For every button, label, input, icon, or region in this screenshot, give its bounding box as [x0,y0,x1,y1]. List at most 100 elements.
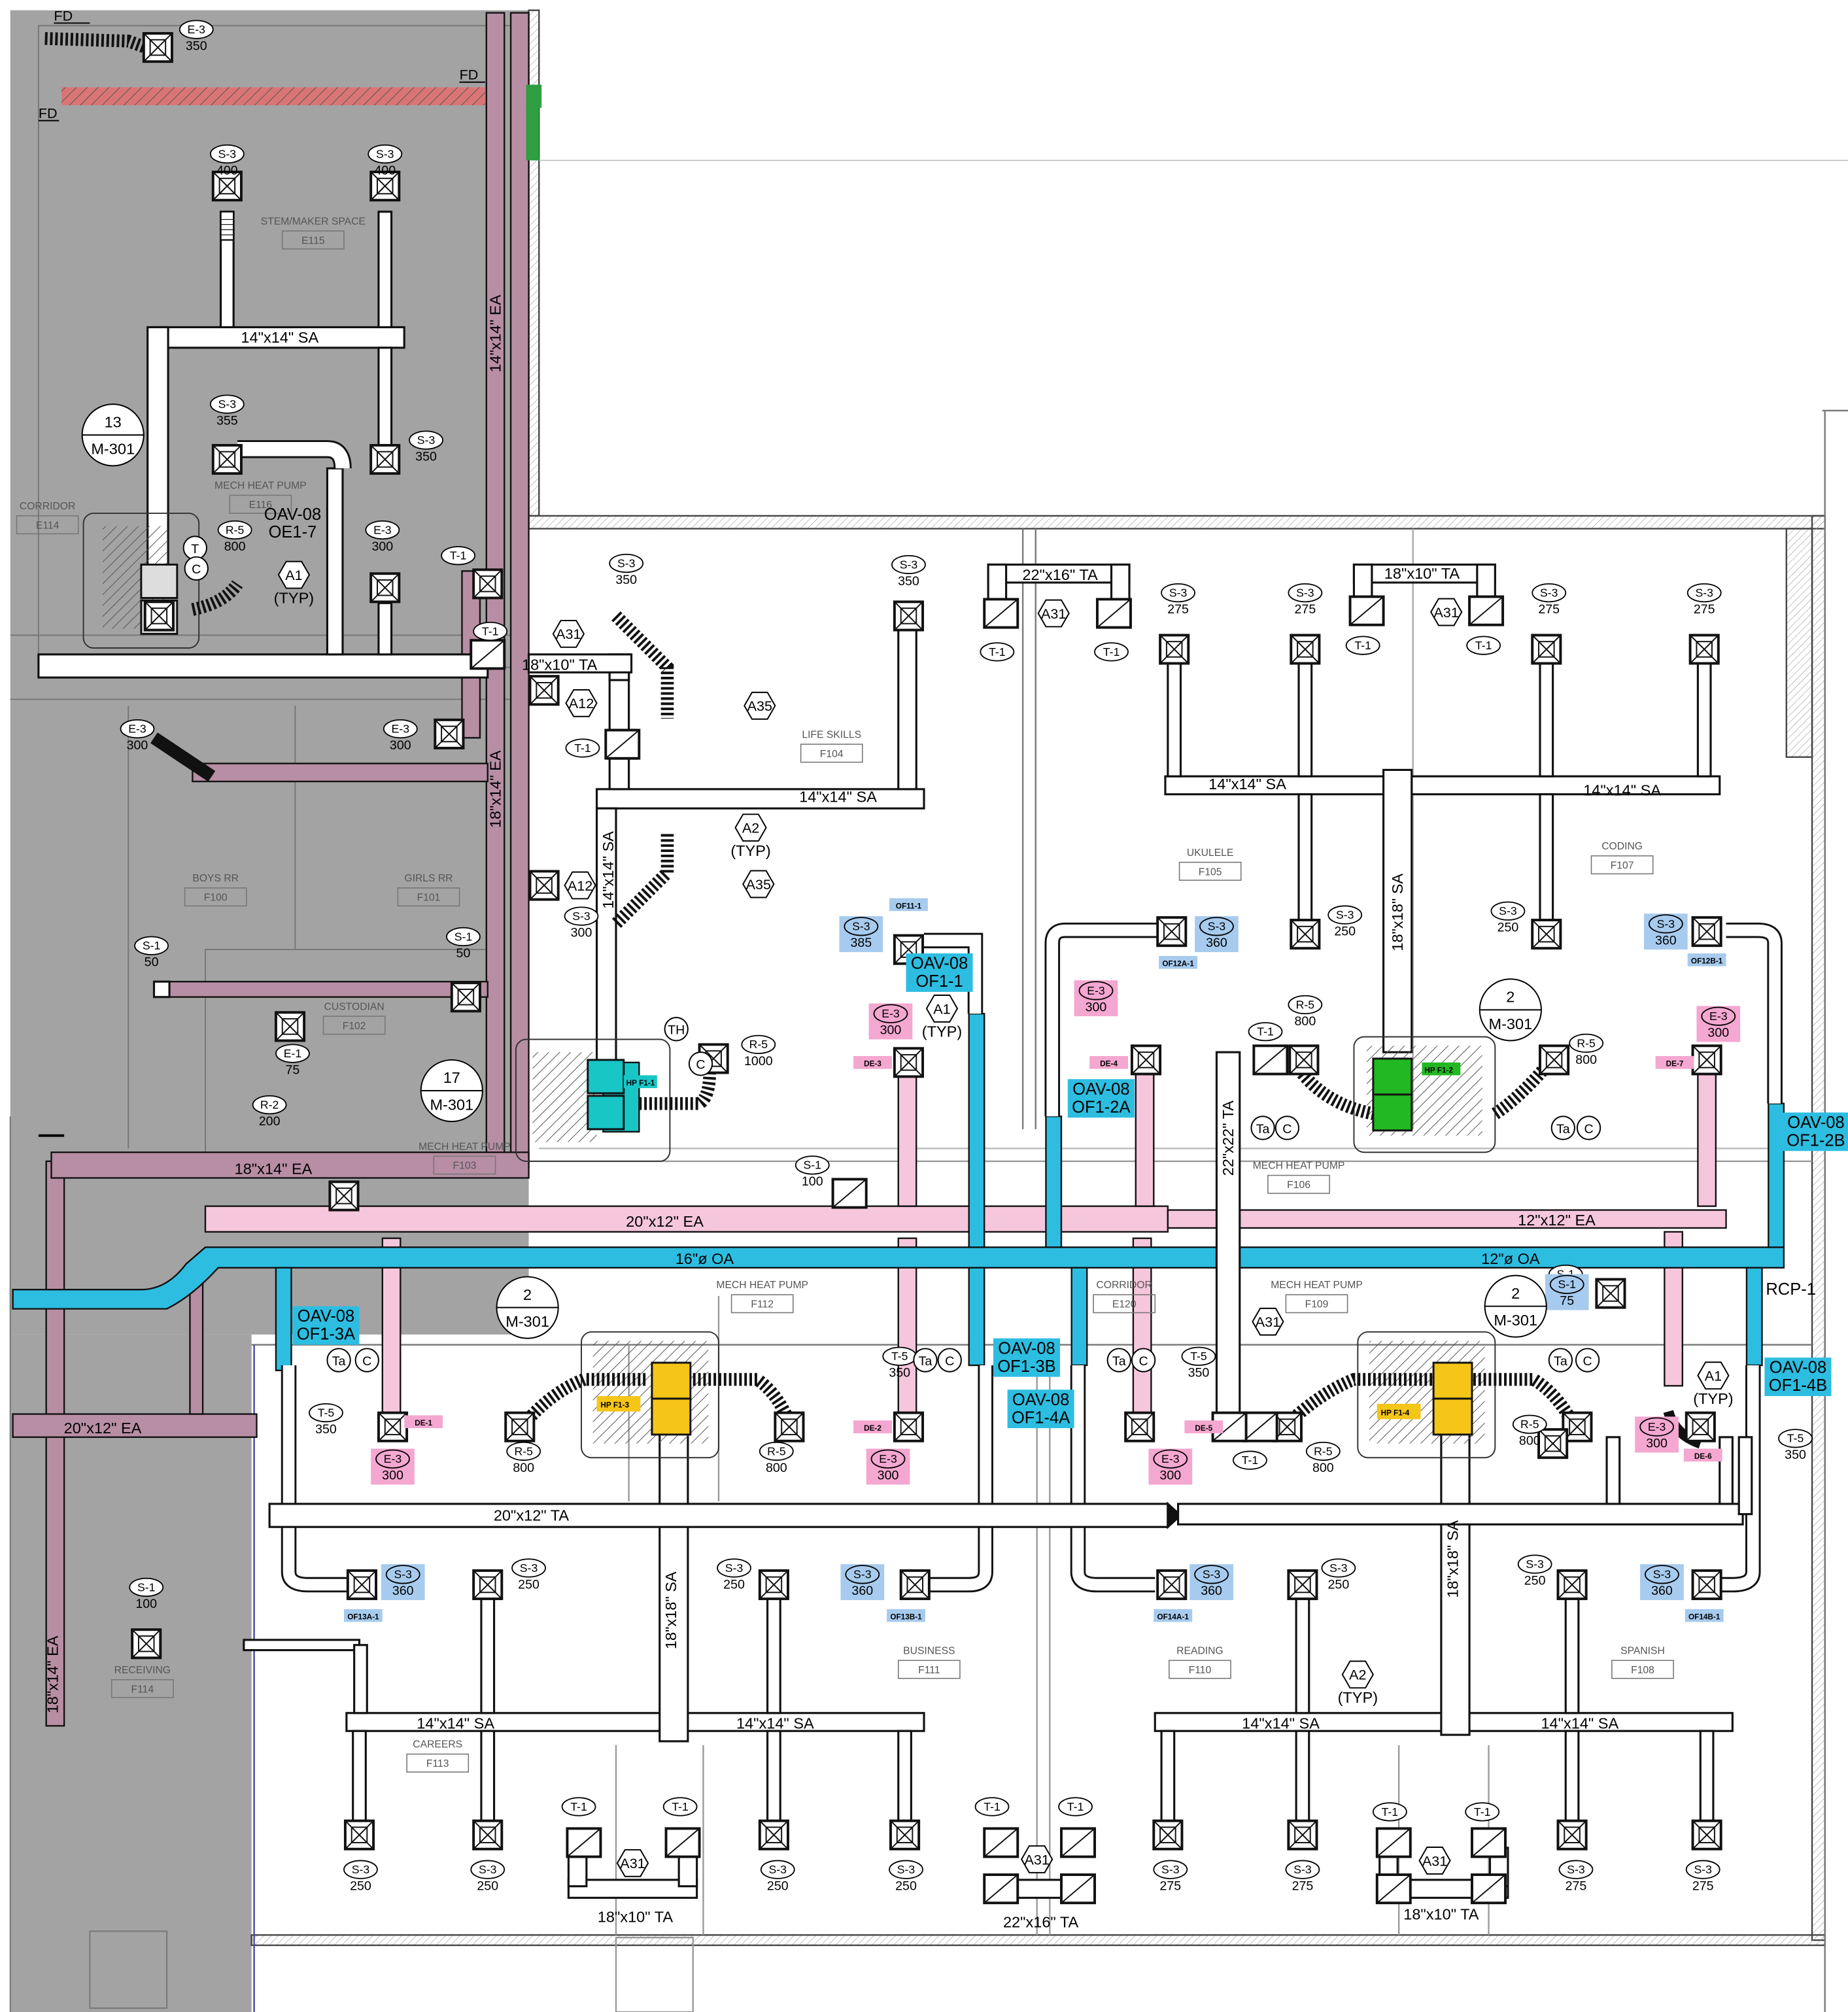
thermostat-letter: C [1282,1122,1292,1136]
diffuser-type: S-3 [1161,1863,1180,1876]
diffuser-cfm: 1000 [744,1054,773,1068]
diffuser-cfm: 300 [382,1469,403,1483]
duct-size-label: 14"x14" SA [600,831,617,909]
diffuser-id: OF13B-1 [890,1613,922,1622]
diffuser-id: DE-2 [864,1424,881,1433]
thermostat-letter: C [1583,1354,1592,1369]
diffuser-type: R-5 [749,1038,768,1051]
diffuser-type: S-3 [852,920,870,933]
duct-size-label: 14"x14" SA [417,1714,494,1731]
oav-zone: OE1-7 [269,523,317,541]
heat-pump-labels: HP F1-1 HP F1-2 HP F1-3 HP F1-4 [596,1062,1461,1420]
diffuser-id: OF12A-1 [1162,960,1194,968]
diffuser-type: S-3 [218,147,237,160]
diffuser-type: S-3 [1293,1863,1312,1876]
duct-size-label: 22"x22" TA [1220,1100,1237,1176]
heat-pump-label: HP F1-3 [600,1401,629,1410]
diffuser-cfm: 250 [518,1577,539,1592]
diffuser-cfm: 300 [880,1023,902,1038]
transfer-tag: T-1 [1248,1022,1283,1042]
diffuser-type: E-3 [1709,1010,1728,1023]
thermostat-symbol: T [182,536,207,560]
diffuser-cfm: 360 [1651,1584,1673,1598]
duct-size-label: 12"ø OA [1481,1250,1540,1267]
diffuser-type: S-3 [417,434,436,447]
duct-size-label: 14"x14" SA [241,329,318,346]
section-number: 2 [523,1286,532,1303]
diffuser-id: DE-1 [415,1419,432,1427]
keynote-hexagon: A31 [1418,1847,1451,1875]
diffuser-type: S-3 [1208,920,1226,933]
diffuser-type: S-3 [218,398,237,411]
diffuser-cfm: 350 [898,574,919,588]
room-name: STEM/MAKER SPACE [261,216,366,227]
diffuser-cfm: 100 [802,1174,823,1189]
room-number: F106 [1287,1180,1310,1191]
diffuser-cfm: 385 [850,936,872,950]
duct-size-label: 18"x10" TA [522,656,598,673]
diffuser-id: OF12B-1 [1691,957,1723,966]
thermostat-symbol: Ta [326,1348,351,1373]
duct-size-label: 20"x12" EA [64,1420,142,1437]
diffuser-type: R-5 [514,1444,533,1458]
room-number: F111 [918,1665,940,1676]
keynote-text: A1 [285,567,302,583]
transfer-tag-text: T-1 [1354,639,1371,652]
diffuser-cfm: 360 [392,1584,414,1598]
thermostat-letter: Ta [1112,1354,1126,1369]
diffuser-type: S-3 [1203,1568,1221,1581]
diffuser-type: S-3 [1694,1863,1712,1876]
diffuser-type: S-3 [572,910,590,923]
transfer-tag-text: T-1 [482,624,499,638]
duct-size-label: 18"x18" SA [1389,874,1406,951]
room-name: CORRIDOR [1096,1280,1152,1291]
duct-size-label: 18"x14" EA [487,750,504,828]
transfer-tag-text: T-1 [570,1800,587,1813]
diffuser-type: S-3 [617,556,636,570]
diffuser-type: S-3 [1296,587,1314,600]
diffuser-id: OF14B-1 [1688,1613,1720,1622]
keynote-text: A1 [933,1000,950,1017]
room-name: READING [1176,1645,1223,1656]
diffuser-tag: E-175 [275,1044,310,1078]
diffuser-cfm: 800 [224,539,246,554]
room-name: CORRIDOR [20,501,75,512]
transfer-tag-text: T-1 [574,742,591,755]
diffuser-cfm: 800 [1575,1053,1597,1067]
transfer-tag-text: T-1 [450,549,467,562]
transfer-tag: T-1 [561,1797,596,1816]
diffuser-type: S-3 [1526,1558,1544,1571]
diffuser-type: E-3 [188,23,206,36]
room-number: F114 [131,1684,154,1695]
keynote-hexagon: A31 [552,620,585,648]
diffuser-cfm: 360 [1201,1584,1222,1598]
diffuser-type: R-5 [1520,1418,1539,1431]
keynote-sub: (TYP) [922,1023,962,1040]
keynote-text: A31 [1422,1852,1447,1869]
diffuser-cfm: 360 [851,1584,873,1598]
diffuser-cfm: 275 [1538,602,1560,617]
thermostat-symbol: TH [664,1017,689,1042]
diffuser-tag: R-5 1000 [741,1034,776,1068]
keynote-hexagon: A31 [1037,599,1070,628]
diffuser-type: S-3 [1169,587,1188,600]
duct-size-label: 14"x14" SA [1208,776,1286,793]
